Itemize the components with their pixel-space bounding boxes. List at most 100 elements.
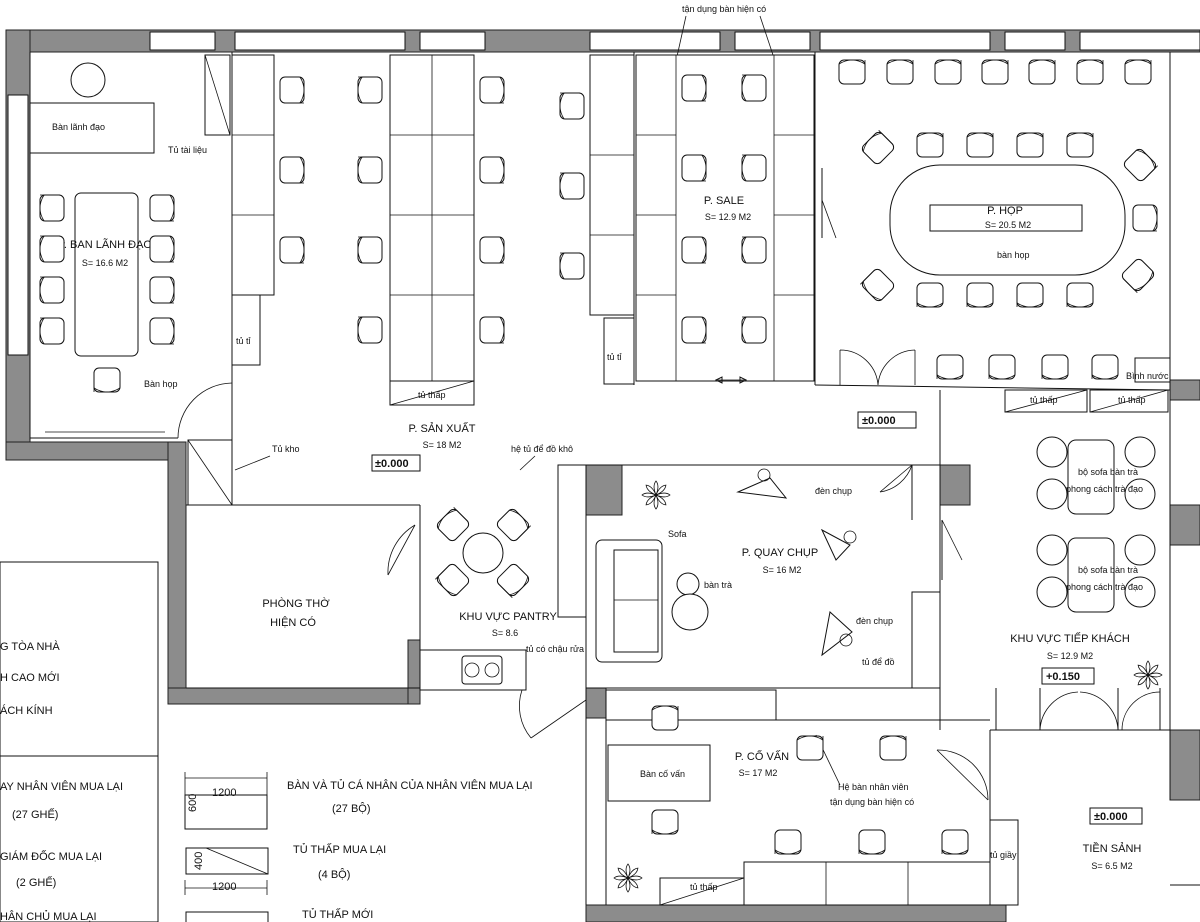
room-name-tiep-khach: KHU VỰC TIẾP KHÁCH — [1010, 632, 1130, 645]
legend-left-8: HÂN CHỦ MUA LẠI — [0, 910, 97, 922]
chair-icon — [559, 92, 585, 120]
chair-icon — [39, 235, 65, 263]
legend-item2-a: TỦ THẤP MUA LẠI — [293, 843, 386, 856]
chair-icon — [1066, 282, 1094, 308]
label-tu-tai-lieu: Tủ tài liệu — [168, 145, 207, 155]
room-name-phong-tho-2: HIỆN CÓ — [270, 616, 316, 629]
label-sofa-set-2a: bộ sofa bàn trà — [1078, 565, 1138, 575]
chair-icon — [436, 507, 470, 542]
chair-icon — [1091, 354, 1119, 380]
level-1: ±0.000 — [862, 415, 896, 427]
room-co-van: Bàn cố vấn P. CỐ VẤN S= 17 M2 Hệ bàn nhâ… — [605, 689, 1019, 906]
room-area-ban-lanh-dao: S= 16.6 M2 — [82, 258, 128, 268]
level-3: +0.150 — [1046, 671, 1080, 683]
label-tu-ti-1: tủ tỉ — [236, 336, 251, 346]
chair-icon — [93, 367, 121, 393]
legend: G TÒA NHÀ H CAO MỚI ÁCH KÍNH AY NHÂN VIÊ… — [0, 561, 533, 922]
seat-icon — [1124, 576, 1156, 608]
label-tan-dung-top: tận dụng bàn hiện có — [682, 4, 766, 14]
room-area-tiep-khach: S= 12.9 M2 — [1047, 651, 1093, 661]
chair-icon — [916, 282, 944, 308]
chair-icon — [496, 508, 531, 542]
chair-icon — [879, 735, 907, 761]
room-area-co-van: S= 17 M2 — [739, 768, 778, 778]
room-ban-lanh-dao: Bàn lãnh đạo Tủ tài liệu P. BAN LÃNH ĐẠO… — [29, 54, 233, 439]
room-name-ban-lanh-dao: P. BAN LÃNH ĐẠO — [58, 238, 152, 251]
seat-icon — [1036, 576, 1068, 608]
room-area-sale: S= 12.9 M2 — [705, 212, 751, 222]
chair-icon — [1132, 204, 1158, 232]
chair-icon — [981, 59, 1009, 85]
room-area-san-xuat: S= 18 M2 — [423, 440, 462, 450]
chair-icon — [1076, 59, 1104, 85]
chair-icon — [1066, 132, 1094, 158]
chair-icon — [279, 76, 305, 104]
chair-icon — [988, 354, 1016, 380]
plant-icon — [641, 480, 671, 510]
chair-icon — [279, 236, 305, 264]
chair-icon — [774, 829, 802, 855]
label-tu-ti-2: tủ tỉ — [607, 352, 622, 362]
room-area-hop: S= 20.5 M2 — [985, 220, 1031, 230]
room-name-phong-tho-1: PHÒNG THỜ — [262, 597, 330, 610]
chair-icon — [858, 829, 886, 855]
chair-icon — [479, 76, 505, 104]
room-quay-chup: Sofa bàn trà đèn chụp P. QUAY CHỤP S= 16… — [595, 464, 963, 689]
chair-icon — [741, 154, 767, 182]
room-area-tien-sanh: S= 6.5 M2 — [1091, 861, 1132, 871]
label-ban-hop-small: Bàn họp — [144, 379, 178, 389]
plant-icon — [1133, 660, 1163, 690]
room-tien-sanh: TIỀN SẢNH S= 6.5 M2 — [1083, 842, 1200, 886]
chairs — [838, 59, 1158, 380]
legend-dim-h2: 400 — [193, 852, 205, 870]
chair-icon — [357, 236, 383, 264]
chair-icon — [681, 74, 707, 102]
chair-icon — [651, 809, 679, 835]
chair-icon — [681, 316, 707, 344]
chair-icon — [357, 316, 383, 344]
room-area-quay-chup: S= 16 M2 — [763, 565, 802, 575]
chair-icon — [941, 829, 969, 855]
legend-left-1: G TÒA NHÀ — [0, 640, 60, 653]
chair-icon — [966, 282, 994, 308]
label-tu-thap-sx: tủ thấp — [418, 390, 446, 400]
chair-icon — [741, 316, 767, 344]
label-sofa-set-1b: phong cách trà đạo — [1066, 484, 1143, 494]
room-tiep-khach: bộ sofa bàn trà phong cách trà đạo bộ so… — [995, 436, 1161, 731]
level-markers: ±0.000 ±0.000 +0.150 ±0.000 — [371, 411, 1143, 825]
chair-icon — [39, 194, 65, 222]
chair-icon — [934, 59, 962, 85]
chairs — [1036, 436, 1156, 608]
legend-left-3: ÁCH KÍNH — [0, 704, 53, 717]
room-name-hop: P. HỌP — [987, 205, 1023, 217]
chair-icon — [357, 156, 383, 184]
label-sofa: Sofa — [668, 529, 687, 539]
chair-icon — [479, 316, 505, 344]
chair-icon — [886, 59, 914, 85]
legend-left-2: H CAO MỚI — [0, 671, 60, 684]
chairs — [39, 194, 175, 393]
seat-icon — [1124, 478, 1156, 510]
chairs — [435, 507, 531, 598]
legend-dim-h1: 600 — [187, 794, 199, 812]
chair-icon — [149, 317, 175, 345]
label-den-chup-2: đèn chụp — [856, 616, 893, 626]
label-he-ban-2: tận dụng bàn hiện có — [830, 797, 914, 807]
chair-icon — [496, 563, 530, 598]
room-name-co-van: P. CỐ VẤN — [735, 749, 789, 763]
seat-icon — [1124, 534, 1156, 566]
label-sofa-set-1a: bộ sofa bàn trà — [1078, 467, 1138, 477]
chair-icon — [1016, 132, 1044, 158]
chair-icon — [479, 156, 505, 184]
chairs — [279, 76, 585, 344]
chair-icon — [559, 252, 585, 280]
label-den-chup-1: đèn chụp — [815, 486, 852, 496]
label-tu-giay: tủ giầy — [990, 850, 1017, 860]
legend-item1-a: BÀN VÀ TỦ CÁ NHÂN CỦA NHÂN VIÊN MUA LẠI — [287, 779, 533, 792]
seat-icon — [1036, 478, 1068, 510]
plant-icons — [613, 480, 1163, 893]
chair-icon — [936, 354, 964, 380]
room-name-tien-sanh: TIỀN SẢNH — [1083, 842, 1142, 855]
level-4: ±0.000 — [1094, 811, 1128, 823]
